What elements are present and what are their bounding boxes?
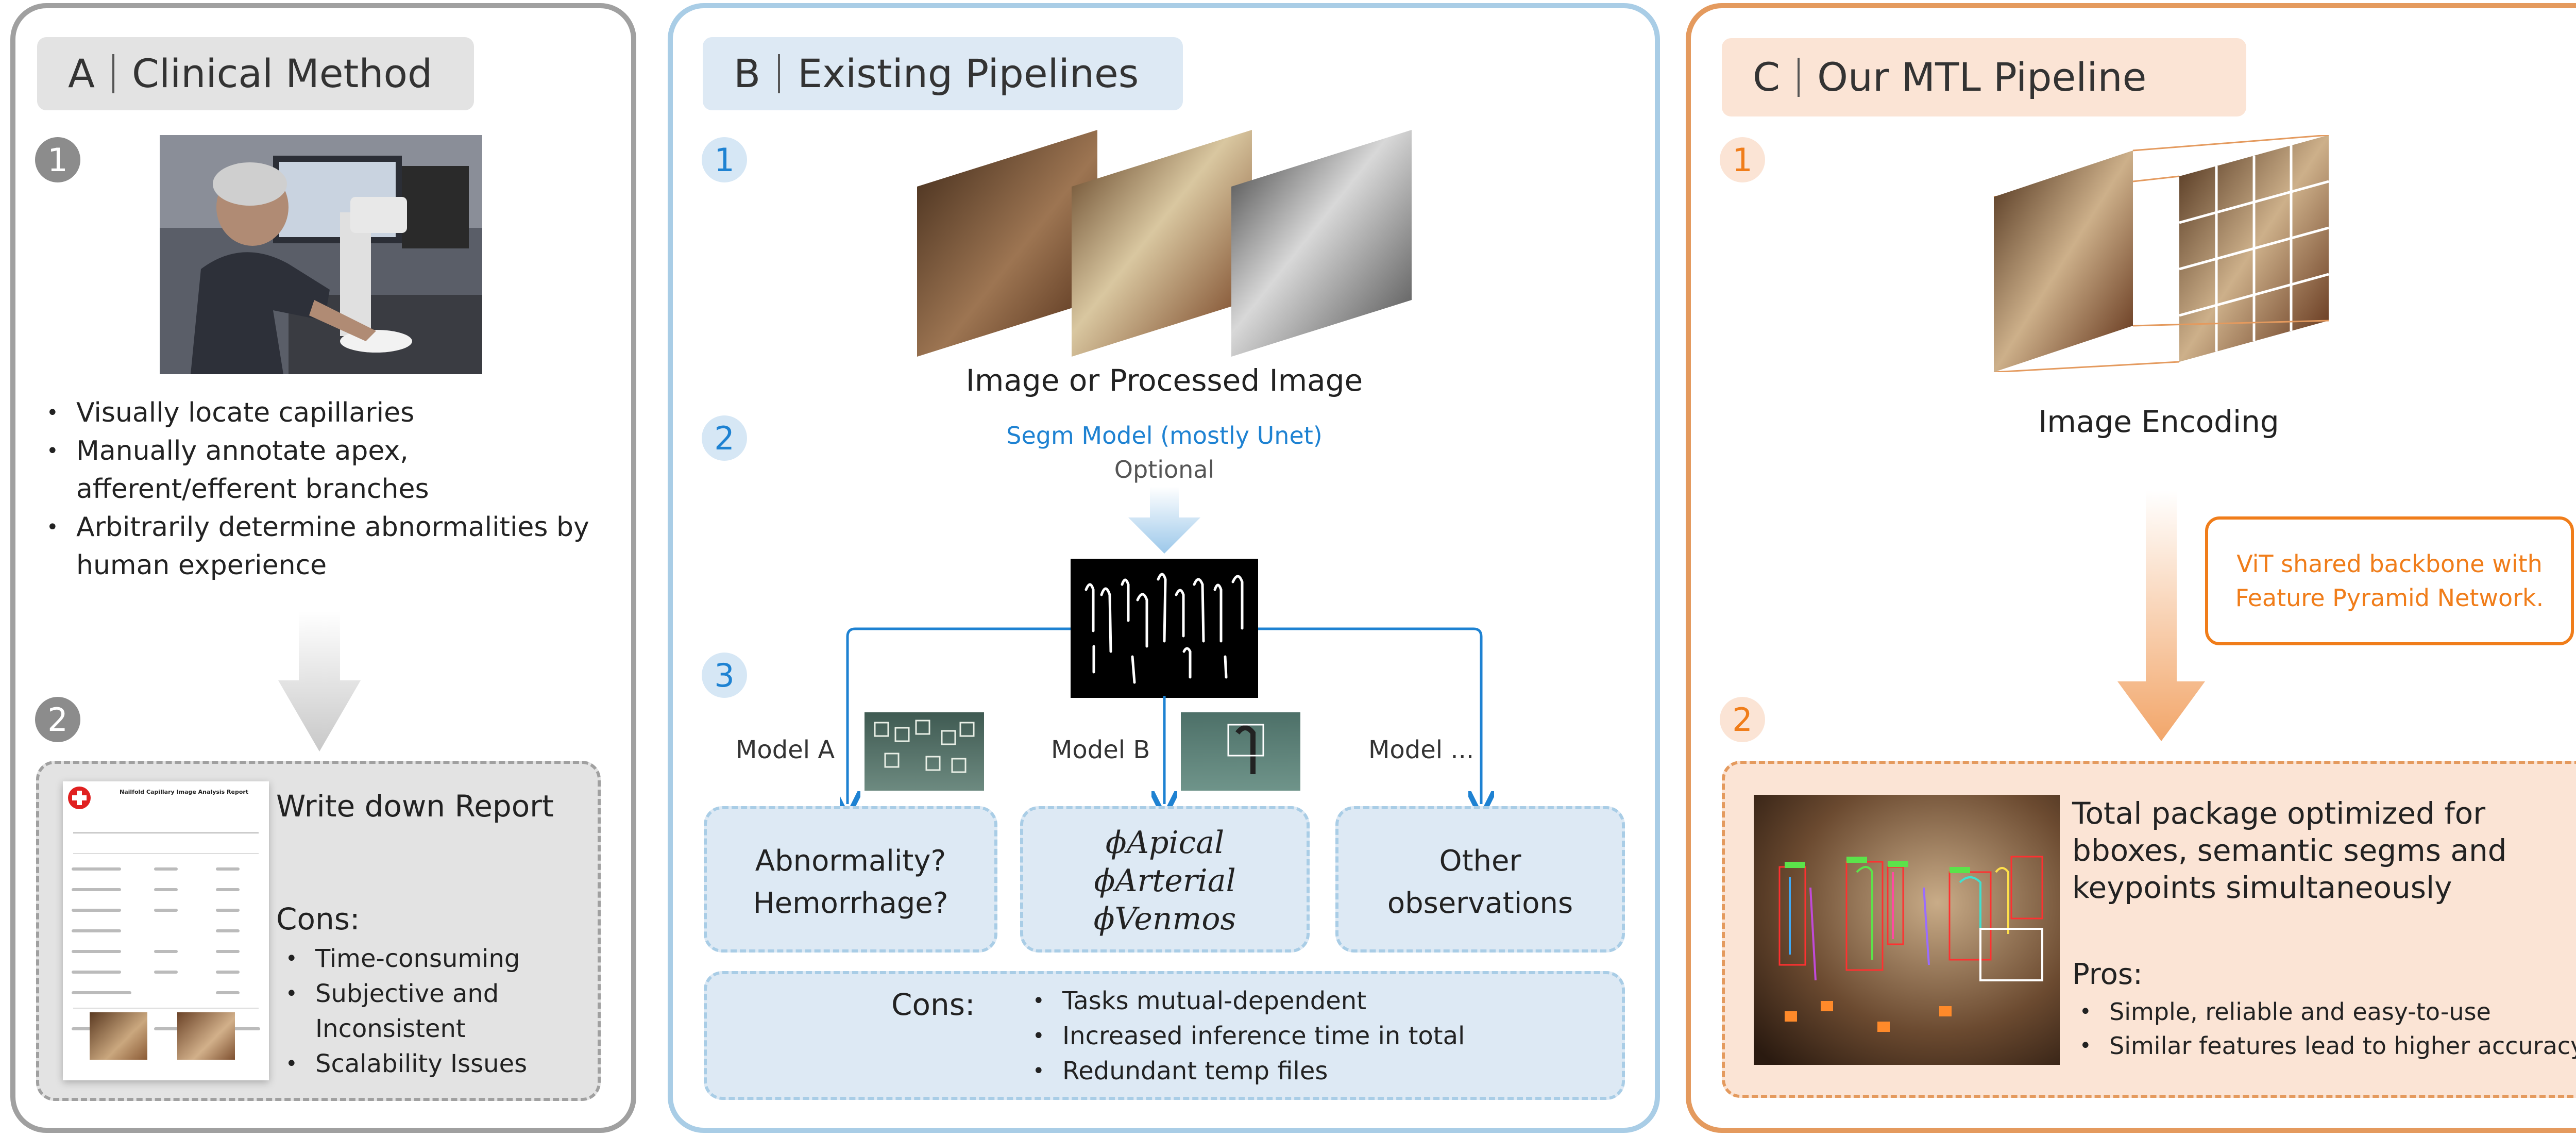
panel-a-down-arrow xyxy=(278,611,361,751)
panel-b-cons-label: Cons: xyxy=(891,987,975,1022)
report-doc-title: Nailfold Capillary Image Analysis Report xyxy=(120,789,249,795)
task-line: Other xyxy=(1439,844,1521,878)
model-a-label: Model A xyxy=(736,736,835,764)
tab-separator xyxy=(112,54,114,93)
panel-b-existing-pipelines xyxy=(668,3,1660,1133)
model-a-thumbnail xyxy=(865,712,984,791)
report-title: Write down Report xyxy=(276,789,554,824)
pros-item: Simple, reliable and easy-to-use xyxy=(2072,995,2576,1029)
backbone-note-box: ViT shared backbone with Feature Pyramid… xyxy=(2205,516,2574,645)
panel-c-title: Our MTL Pipeline xyxy=(1817,54,2147,100)
panel-a-steps-list: Visually locate capillaries Manually ann… xyxy=(39,394,611,584)
report-thumb-2 xyxy=(177,1012,235,1060)
panel-c-down-arrow xyxy=(2117,491,2205,741)
panel-a-title: Clinical Method xyxy=(132,51,433,96)
report-document: Nailfold Capillary Image Analysis Report xyxy=(63,781,269,1080)
report-cons-list: Time-consuming Subjective and Inconsiste… xyxy=(278,941,567,1081)
report-thumb-1 xyxy=(90,1012,147,1060)
cons-item: Tasks mutual-dependent xyxy=(1025,983,1592,1018)
phi-venmos-label: ϕVenmos xyxy=(1093,901,1236,937)
panel-b-step-1-badge: 1 xyxy=(702,137,747,182)
panel-c-mtl-pipeline xyxy=(1686,3,2576,1133)
panel-a-step-1-badge: 1 xyxy=(35,137,80,182)
other-observations-box: Other observations xyxy=(1335,806,1625,953)
panel-a-letter: A xyxy=(68,51,95,96)
segm-model-label: Segm Model (mostly Unet) xyxy=(1006,422,1323,449)
cons-item: Time-consuming xyxy=(278,941,567,976)
cons-item: Increased inference time in total xyxy=(1025,1018,1592,1054)
image-caption: Image or Processed Image xyxy=(965,363,1363,398)
model-other-label: Model ... xyxy=(1368,736,1475,764)
tab-separator xyxy=(778,54,781,93)
phi-apical-label: ϕApical xyxy=(1105,825,1225,861)
panel-b-cons-list: Tasks mutual-dependent Increased inferen… xyxy=(1025,983,1592,1089)
model-b-thumbnail xyxy=(1181,712,1300,791)
bullet-item: Visually locate capillaries xyxy=(39,394,611,432)
segmentation-mask-image xyxy=(1071,559,1258,698)
panel-c-tab: C Our MTL Pipeline xyxy=(1722,38,2246,116)
bullet-item: Manually annotate apex, afferent/efferen… xyxy=(39,432,611,508)
raw-image xyxy=(917,130,1097,357)
panel-a-clinical-method xyxy=(10,3,636,1133)
panel-b-step-3-badge: 3 xyxy=(702,653,747,698)
panel-b-step-2-badge: 2 xyxy=(702,415,747,461)
processed-image xyxy=(1072,130,1252,357)
grayscale-image xyxy=(1231,130,1412,357)
mtl-total-package-text: Total package optimized for bboxes, sema… xyxy=(2072,796,2507,905)
panel-c-letter: C xyxy=(1753,54,1781,100)
panel-b-tab: B Existing Pipelines xyxy=(703,37,1183,110)
cons-item: Redundant temp files xyxy=(1025,1054,1592,1089)
cons-item: Scalability Issues xyxy=(278,1046,567,1081)
backbone-note-text: ViT shared backbone with Feature Pyramid… xyxy=(2235,550,2544,612)
tab-separator xyxy=(1798,58,1800,97)
panel-c-pros-label: Pros: xyxy=(2072,958,2143,991)
panel-b-title: Existing Pipelines xyxy=(798,51,1139,96)
panel-c-step-1-badge: 1 xyxy=(1720,137,1765,182)
cons-item: Subjective and Inconsistent xyxy=(278,976,567,1046)
keypoint-task-box: ϕApical ϕArterial ϕVenmos xyxy=(1020,806,1310,953)
model-branch-connectors xyxy=(840,627,1499,814)
clinician-microscope-photo xyxy=(160,135,482,374)
model-b-label: Model B xyxy=(1051,736,1150,764)
panel-c-pros-list: Simple, reliable and easy-to-use Similar… xyxy=(2072,995,2576,1063)
mtl-annotated-output-image xyxy=(1754,795,2060,1065)
panel-c-step-2-badge: 2 xyxy=(1720,697,1765,742)
abnormality-task-box: Abnormality? Hemorrhage? xyxy=(704,806,997,953)
encoding-caption: Image Encoding xyxy=(2038,404,2279,439)
panel-b-letter: B xyxy=(734,51,761,96)
panel-a-tab: A Clinical Method xyxy=(37,37,474,110)
input-images-stack xyxy=(917,130,1412,357)
pros-item: Similar features lead to higher accuracy xyxy=(2072,1029,2576,1063)
panel-a-step-2-badge: 2 xyxy=(35,697,80,742)
task-line: Abnormality? xyxy=(755,844,946,878)
report-cons-label: Cons: xyxy=(276,901,360,937)
task-line: Hemorrhage? xyxy=(753,887,948,920)
image-encoding-cube xyxy=(1993,135,2329,372)
panel-b-down-arrow xyxy=(1128,487,1200,554)
bullet-item: Arbitrarily determine abnormalities by h… xyxy=(39,508,611,584)
optional-label: Optional xyxy=(1114,456,1215,483)
phi-arterial-label: ϕArterial xyxy=(1094,863,1236,899)
red-cross-logo xyxy=(68,787,91,809)
task-line: observations xyxy=(1387,887,1573,920)
